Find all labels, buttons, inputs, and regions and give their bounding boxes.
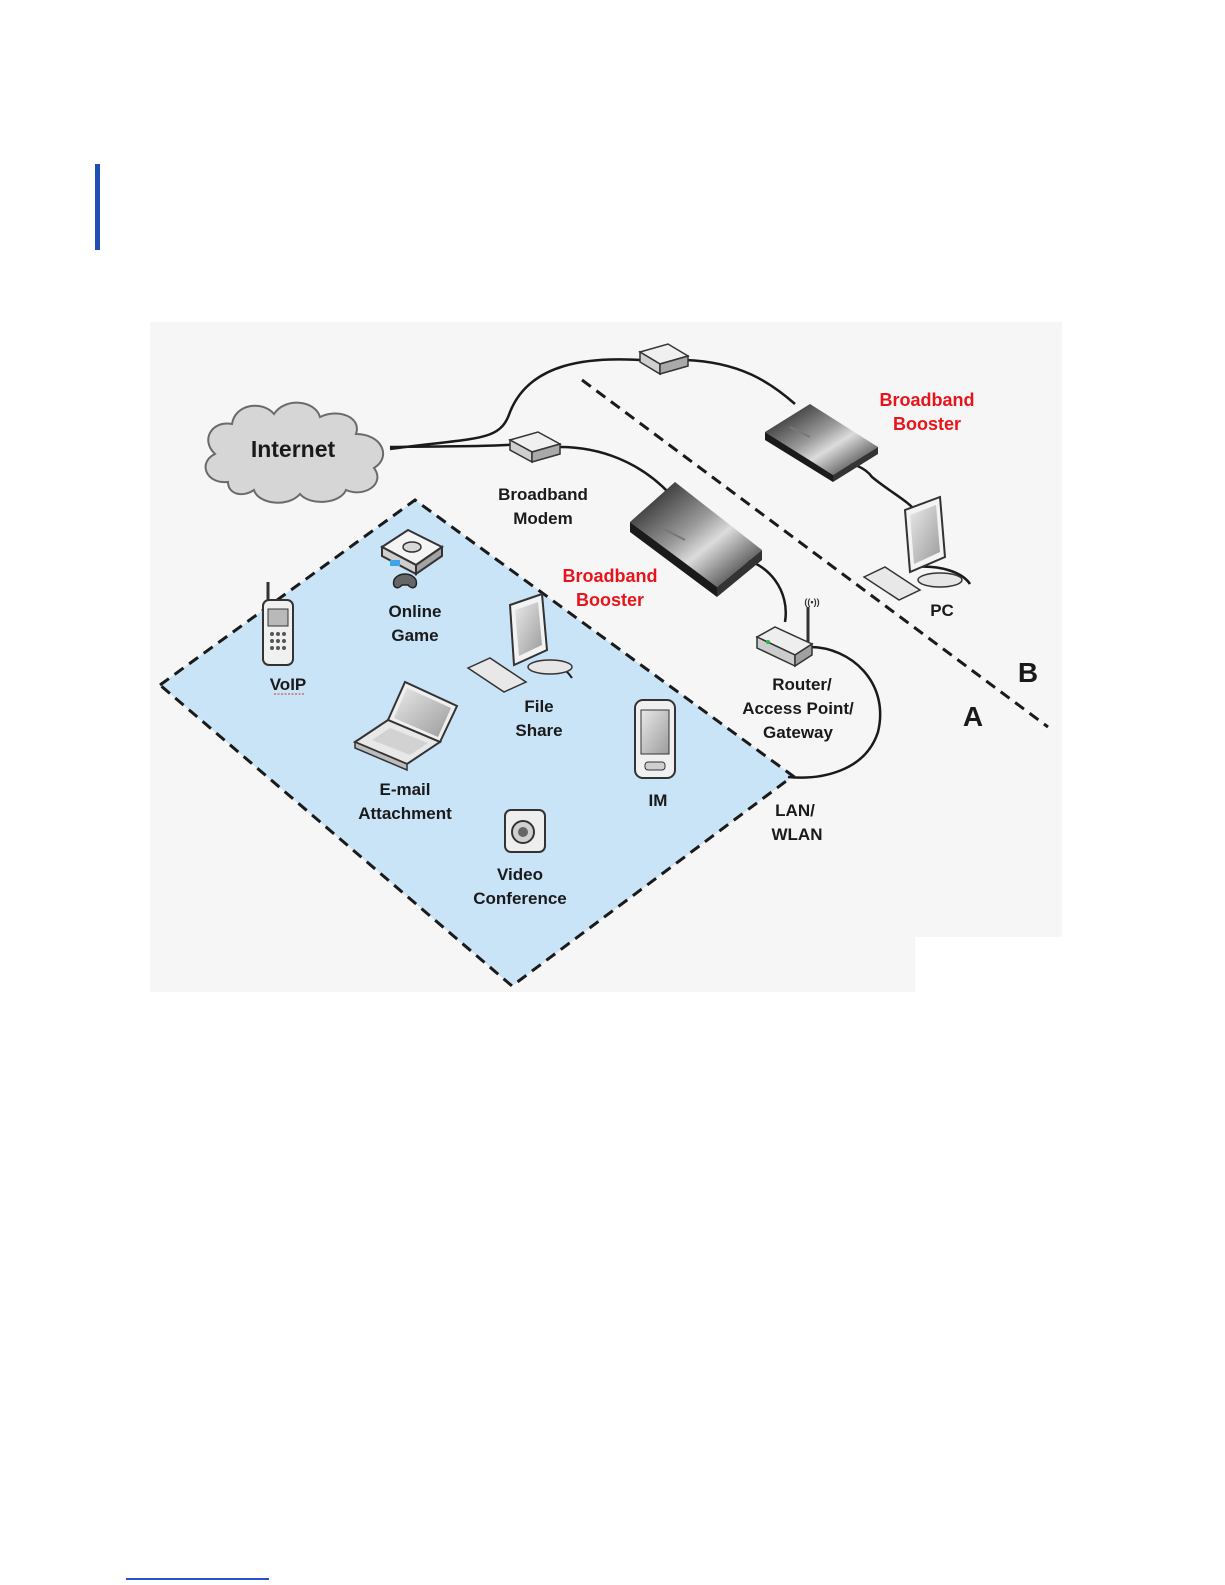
email-label-line2: Attachment <box>358 804 452 823</box>
internet-label: Internet <box>251 436 336 462</box>
router-label-line1: Router/ <box>772 675 832 694</box>
lan-label-line2: WLAN <box>772 825 823 844</box>
booster-label-a-line2: Booster <box>576 590 644 610</box>
im-label: IM <box>649 791 668 810</box>
file-share-label-line1: File <box>524 697 553 716</box>
modem-label-line2: Modem <box>513 509 573 528</box>
file-share-label-line2: Share <box>515 721 562 740</box>
zone-a-label: A <box>963 701 983 732</box>
network-diagram: Internet ((•)) <box>150 322 1062 992</box>
booster-label-b-line1: Broadband <box>879 390 974 410</box>
booster-label-b-line2: Booster <box>893 414 961 434</box>
booster-label-a-line1: Broadband <box>562 566 657 586</box>
video-conf-label-line2: Conference <box>473 889 567 908</box>
pc-label: PC <box>930 601 954 620</box>
svg-text:((•)): ((•)) <box>804 597 819 607</box>
footer-rule <box>126 1578 269 1580</box>
email-label-line1: E-mail <box>379 780 430 799</box>
zone-b-label: B <box>1018 657 1038 688</box>
webcam-icon <box>505 810 545 852</box>
accent-bar <box>95 164 100 250</box>
voip-label: VoIP <box>270 675 307 694</box>
online-game-label-line2: Game <box>391 626 438 645</box>
router-label-line2: Access Point/ <box>742 699 854 718</box>
modem-label-line1: Broadband <box>498 485 588 504</box>
online-game-label-line1: Online <box>389 602 442 621</box>
router-label-line3: Gateway <box>763 723 833 742</box>
video-conf-label-line1: Video <box>497 865 543 884</box>
im-handheld-icon <box>635 700 675 778</box>
lan-label-line1: LAN/ <box>775 801 815 820</box>
